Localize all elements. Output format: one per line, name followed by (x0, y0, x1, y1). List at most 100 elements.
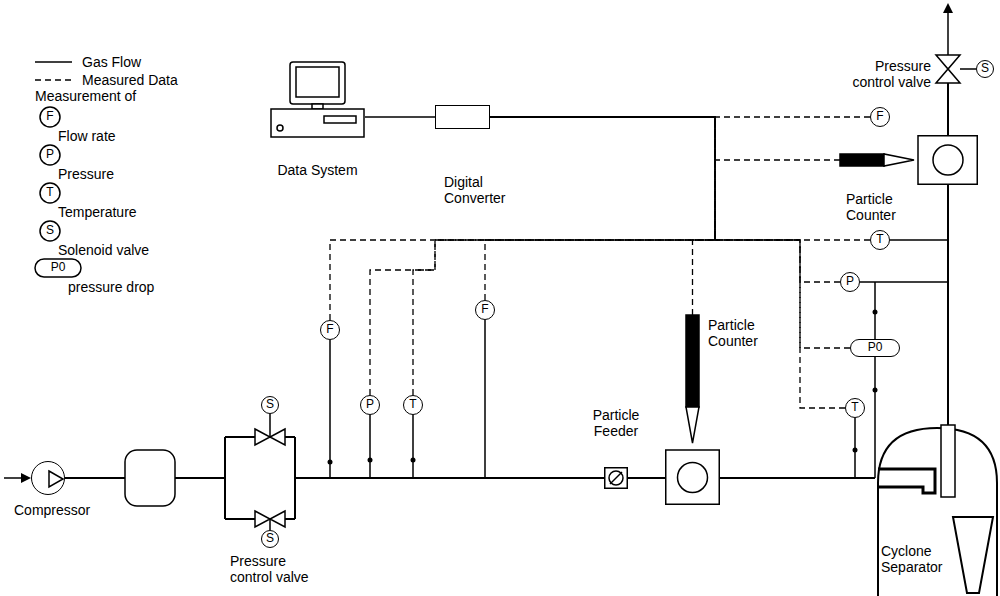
node-label: P (366, 398, 374, 412)
legend-text: pressure drop (68, 279, 154, 295)
temperature-sensor: T (870, 230, 890, 250)
shape-part (918, 136, 977, 185)
node-label: Particle Counter (846, 191, 922, 223)
shape-part (936, 55, 960, 83)
legend-swatch (35, 79, 72, 81)
shape-part (840, 154, 884, 166)
measured-data-line (490, 117, 715, 315)
shape-part (933, 145, 963, 175)
tap-dot (368, 458, 373, 463)
shape-part (605, 468, 628, 489)
data-cable (365, 116, 435, 118)
flow-arrowhead (21, 473, 31, 483)
node-label: T (851, 401, 858, 415)
tap-dot (411, 458, 416, 463)
legend-swatch (40, 145, 60, 165)
symbol-letter: P0 (35, 259, 81, 277)
pressure-drop-sensor: P0 (850, 339, 900, 357)
computer-icon: Data System (270, 62, 365, 187)
symbol-letter: P (40, 145, 60, 165)
symbol-letter: F (40, 107, 60, 127)
gas-flow-line (720, 477, 875, 479)
tap-dot (328, 460, 333, 465)
shape-part (277, 125, 283, 131)
gas-flow-line (628, 477, 665, 479)
shape-part (686, 315, 699, 407)
feeder-symbol-outline (604, 467, 628, 489)
particle-counter: Particle Counter (665, 315, 720, 505)
flow-sensor: F (870, 107, 890, 127)
shape-part (290, 62, 345, 104)
shape-part (878, 469, 935, 493)
solenoid-symbol: S (261, 530, 279, 548)
legend-text: Pressure (58, 166, 114, 182)
shape-part (941, 425, 955, 497)
gas-flow-line (305, 477, 604, 479)
node-label: Digital Converter (444, 174, 524, 206)
measured-data-line (485, 117, 715, 300)
shape-part (610, 472, 622, 484)
shape-part (255, 429, 285, 445)
symbol-letter: S (40, 221, 60, 241)
flow-sensor: F (320, 320, 340, 340)
shape-part (269, 414, 271, 530)
legend-text: Measured Data (82, 72, 178, 88)
node-label: Cyclone Separator (881, 543, 953, 575)
measured-data-line (490, 117, 840, 282)
node-label: Data System (270, 162, 365, 178)
node-label: S (981, 62, 989, 76)
shape-part (215, 437, 305, 519)
legend-sample (35, 62, 72, 63)
measured-data-line (413, 117, 715, 395)
flow-arrowhead (943, 3, 953, 13)
measured-data-line (490, 117, 850, 348)
node-label: T (876, 233, 883, 247)
shape-part (609, 471, 623, 485)
shape-part (884, 154, 914, 166)
node-label: F (481, 303, 488, 317)
valve-assembly-outline (215, 425, 305, 530)
node-label: Compressor (14, 502, 90, 518)
legend-sample (40, 107, 60, 127)
measured-data-line (490, 117, 845, 408)
shape-part (296, 67, 339, 97)
flow-sensor: F (475, 300, 495, 320)
node-label: S (266, 398, 274, 412)
sensor-tap (330, 240, 948, 478)
legend-swatch (40, 183, 60, 203)
node-label: Particle Counter (708, 317, 774, 349)
node-label: T (409, 398, 416, 412)
control-valve: Pressure control valve (936, 55, 960, 83)
temperature-sensor: T (403, 395, 423, 415)
legend-swatch (40, 221, 60, 241)
cyclone-separator: Cyclone Separator (875, 425, 1000, 596)
node-label: S (266, 532, 274, 546)
legend-text: Temperature (58, 204, 137, 220)
tap-dot (873, 310, 878, 315)
node-label: F (876, 110, 883, 124)
node-label: Pressure control valve (841, 58, 931, 90)
pressure-sensor: P (840, 272, 860, 292)
buffer-tank (125, 450, 175, 506)
legend-heading: Measurement of (35, 88, 136, 104)
tap-dot (853, 448, 858, 453)
shape-part (49, 471, 63, 487)
shape-part (271, 109, 364, 137)
shape-part (255, 511, 285, 527)
particle-counter: Particle Counter (840, 135, 978, 185)
solenoid-stem (960, 68, 976, 70)
legend-sample (40, 145, 60, 165)
shape-part (878, 428, 997, 596)
solenoid-symbol: S (976, 60, 994, 78)
node-label: Particle Feeder (585, 407, 647, 439)
gas-flow-line (947, 185, 949, 425)
legend-sample (35, 80, 72, 81)
legend-sample (40, 221, 60, 241)
valve-assembly: Pressure control valve (215, 425, 305, 530)
legend-sample (40, 183, 60, 203)
